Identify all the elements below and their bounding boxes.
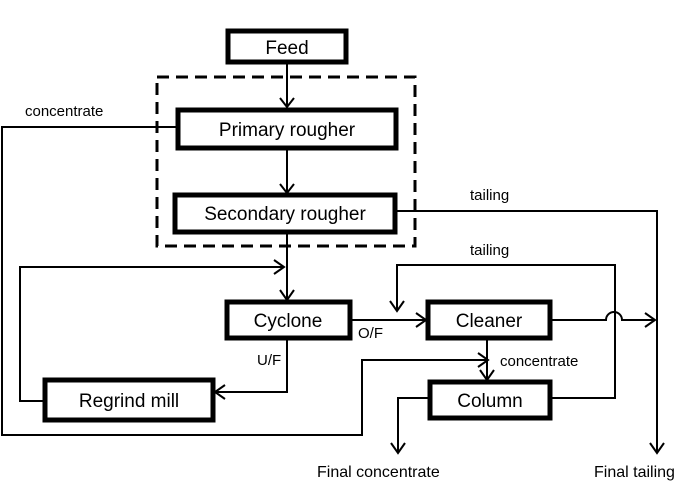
- node-label: Cyclone: [254, 311, 323, 332]
- node-primary-rougher: Primary rougher: [175, 107, 399, 151]
- node-secondary-rougher: Secondary rougher: [172, 192, 398, 235]
- node-label: Secondary rougher: [204, 204, 366, 225]
- node-column: Column: [427, 379, 553, 421]
- node-cleaner: Cleaner: [425, 299, 553, 341]
- node-label: Primary rougher: [219, 120, 356, 141]
- label-primary-concentrate: concentrate: [25, 103, 103, 120]
- node-cyclone: Cyclone: [224, 299, 353, 341]
- node-label: Regrind mill: [79, 391, 179, 412]
- cleaner-tailing-line: [550, 311, 655, 321]
- node-label: Column: [457, 391, 522, 412]
- label-final-concentrate: Final concentrate: [317, 464, 440, 481]
- label-secondary-tailing: tailing: [470, 187, 509, 204]
- secondary-tailing-line: [395, 210, 658, 453]
- connectors: [1, 62, 665, 455]
- label-column-tailing: tailing: [470, 242, 509, 259]
- label-overflow: O/F: [358, 325, 383, 342]
- node-label: Cleaner: [456, 311, 523, 332]
- primary-concentrate-line: [1, 126, 488, 436]
- node-label: Feed: [265, 38, 308, 59]
- underflow-line: [215, 338, 288, 393]
- final-concentrate-line: [397, 397, 430, 453]
- column-tailing-line: [396, 264, 616, 399]
- label-underflow: U/F: [257, 352, 281, 369]
- regrind-return-line: [19, 266, 284, 402]
- node-regrind-mill: Regrind mill: [42, 377, 216, 423]
- label-cleaner-concentrate: concentrate: [500, 353, 578, 370]
- node-feed: Feed: [225, 28, 349, 65]
- label-final-tailing: Final tailing: [594, 464, 675, 481]
